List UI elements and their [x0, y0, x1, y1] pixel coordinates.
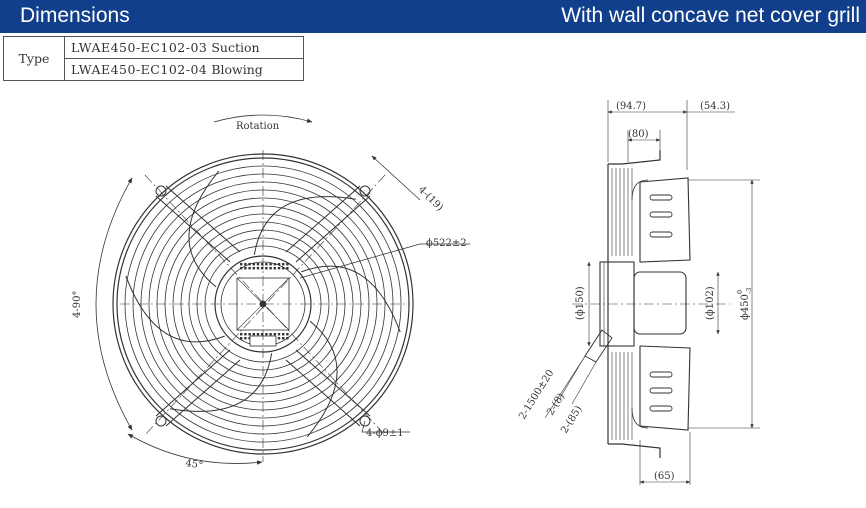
vent-hole	[248, 337, 251, 340]
vent-hole	[269, 267, 272, 270]
angle-45-label: 45°	[185, 458, 204, 471]
vent-hole	[248, 267, 251, 270]
vent-hole	[286, 267, 289, 270]
page-subtitle: With wall concave net cover grill	[561, 4, 860, 27]
hole-label: 4-ϕ9±1	[366, 428, 404, 439]
vent-hole	[252, 263, 255, 266]
vent-hole	[261, 333, 264, 336]
cable-85-label: 2-(85)	[559, 404, 584, 436]
vent-hole	[282, 333, 285, 336]
vent-hole	[282, 337, 285, 340]
vent-hole	[265, 333, 268, 336]
vent-hole	[277, 267, 281, 270]
vent-hole	[269, 263, 272, 266]
vent-hole	[265, 267, 268, 270]
angle-4x90-label: 4-90°	[72, 291, 83, 318]
vent-hole	[244, 333, 247, 336]
dim-450-tol-upper: 0	[736, 290, 744, 294]
fan-blade	[188, 170, 220, 288]
vent-hole	[273, 333, 276, 336]
dim-65: (65)	[654, 471, 675, 482]
vent-hole	[240, 263, 243, 266]
table-cell: LWAE450-EC102-04 Blowing	[64, 58, 304, 81]
vent-hole	[261, 263, 264, 266]
vent-hole	[282, 267, 285, 270]
hub-vents	[240, 263, 289, 340]
vent-hole	[252, 267, 255, 270]
header-bar: Dimensions With wall concave net cover g…	[0, 0, 866, 33]
vent-hole	[240, 333, 243, 336]
dim-102: (ϕ102)	[705, 286, 716, 320]
page-title: Dimensions	[20, 4, 130, 27]
dim-450-tol-lower: -3	[745, 288, 753, 294]
dim-450: ϕ450	[740, 294, 751, 320]
model-code: LWAE450-EC102-03	[71, 40, 208, 55]
vent-hole	[256, 333, 260, 336]
table-row: LWAE450-EC102-04 Blowing	[4, 58, 304, 81]
vent-hole	[286, 263, 289, 266]
type-label: Type	[3, 36, 65, 81]
fan-blade	[253, 196, 356, 255]
vent-hole	[248, 333, 251, 336]
vent-hole	[273, 263, 276, 266]
mounting-brackets	[155, 185, 371, 427]
vent-hole	[261, 267, 264, 270]
vent-hole	[256, 267, 260, 270]
fan-blade	[170, 353, 273, 412]
vent-hole	[265, 263, 268, 266]
fan-blade	[125, 275, 225, 343]
vent-hole	[277, 333, 281, 336]
vent-hole	[269, 333, 272, 336]
cable-8-label: 2-(8)	[545, 391, 567, 417]
side-view	[544, 100, 760, 485]
diameter-label: ϕ522±2	[426, 238, 467, 249]
front-view	[95, 114, 470, 465]
dim-94-7: (94.7)	[616, 101, 646, 112]
vent-hole	[286, 337, 289, 340]
vent-hole	[282, 263, 285, 266]
vent-hole	[240, 337, 243, 340]
vent-hole	[244, 263, 247, 266]
fan-blades	[125, 170, 401, 438]
vent-hole	[244, 267, 247, 270]
vent-hole	[277, 337, 281, 340]
vent-hole	[240, 267, 243, 270]
table-row: Type LWAE450-EC102-03 Suction	[3, 36, 304, 81]
vent-hole	[252, 333, 255, 336]
type-table: Type LWAE450-EC102-03 Suction LWAE450-EC…	[3, 36, 304, 81]
dim-80: (80)	[628, 129, 649, 140]
guard-ribs	[611, 168, 633, 440]
model-mode: Blowing	[211, 62, 263, 77]
dim-54-3: (54.3)	[700, 101, 730, 112]
model-mode: Suction	[211, 40, 260, 55]
dim-150: (ϕ150)	[575, 286, 586, 320]
vent-hole	[244, 337, 247, 340]
vent-hole	[286, 333, 289, 336]
vent-hole	[273, 267, 276, 270]
rotation-label: Rotation	[236, 121, 280, 132]
vent-hole	[256, 263, 260, 266]
model-code: LWAE450-EC102-04	[71, 62, 208, 77]
vent-hole	[248, 263, 251, 266]
fan-blade	[306, 320, 338, 438]
fan-blade	[301, 265, 401, 333]
slot-label: 4-(19)	[416, 184, 445, 213]
vent-hole	[277, 263, 281, 266]
